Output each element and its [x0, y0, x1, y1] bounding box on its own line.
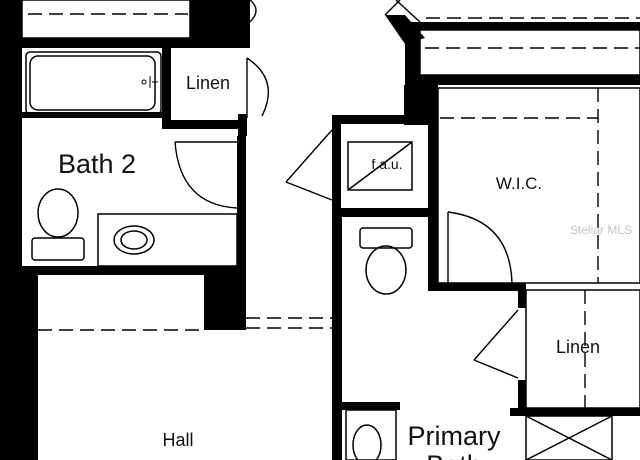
- room-label-linen-upper: Linen: [186, 73, 230, 93]
- room-label-wic: W.I.C.: [496, 174, 542, 193]
- room-label-primary-bath-2: Bath: [426, 450, 482, 460]
- dashed-lines: [28, 13, 640, 408]
- watermark-text: Stellar MLS: [570, 223, 632, 237]
- room-label-fau: f.a.u.: [371, 156, 402, 172]
- room-label-bath2: Bath 2: [58, 149, 136, 179]
- room-label-hall: Hall: [162, 430, 193, 450]
- room-label-primary-bath-1: Primary: [408, 421, 501, 451]
- doors: [174, 0, 519, 379]
- room-label-linen-lower: Linen: [556, 337, 600, 357]
- tub-faucet: [141, 76, 158, 88]
- fixtures: [21, 0, 640, 460]
